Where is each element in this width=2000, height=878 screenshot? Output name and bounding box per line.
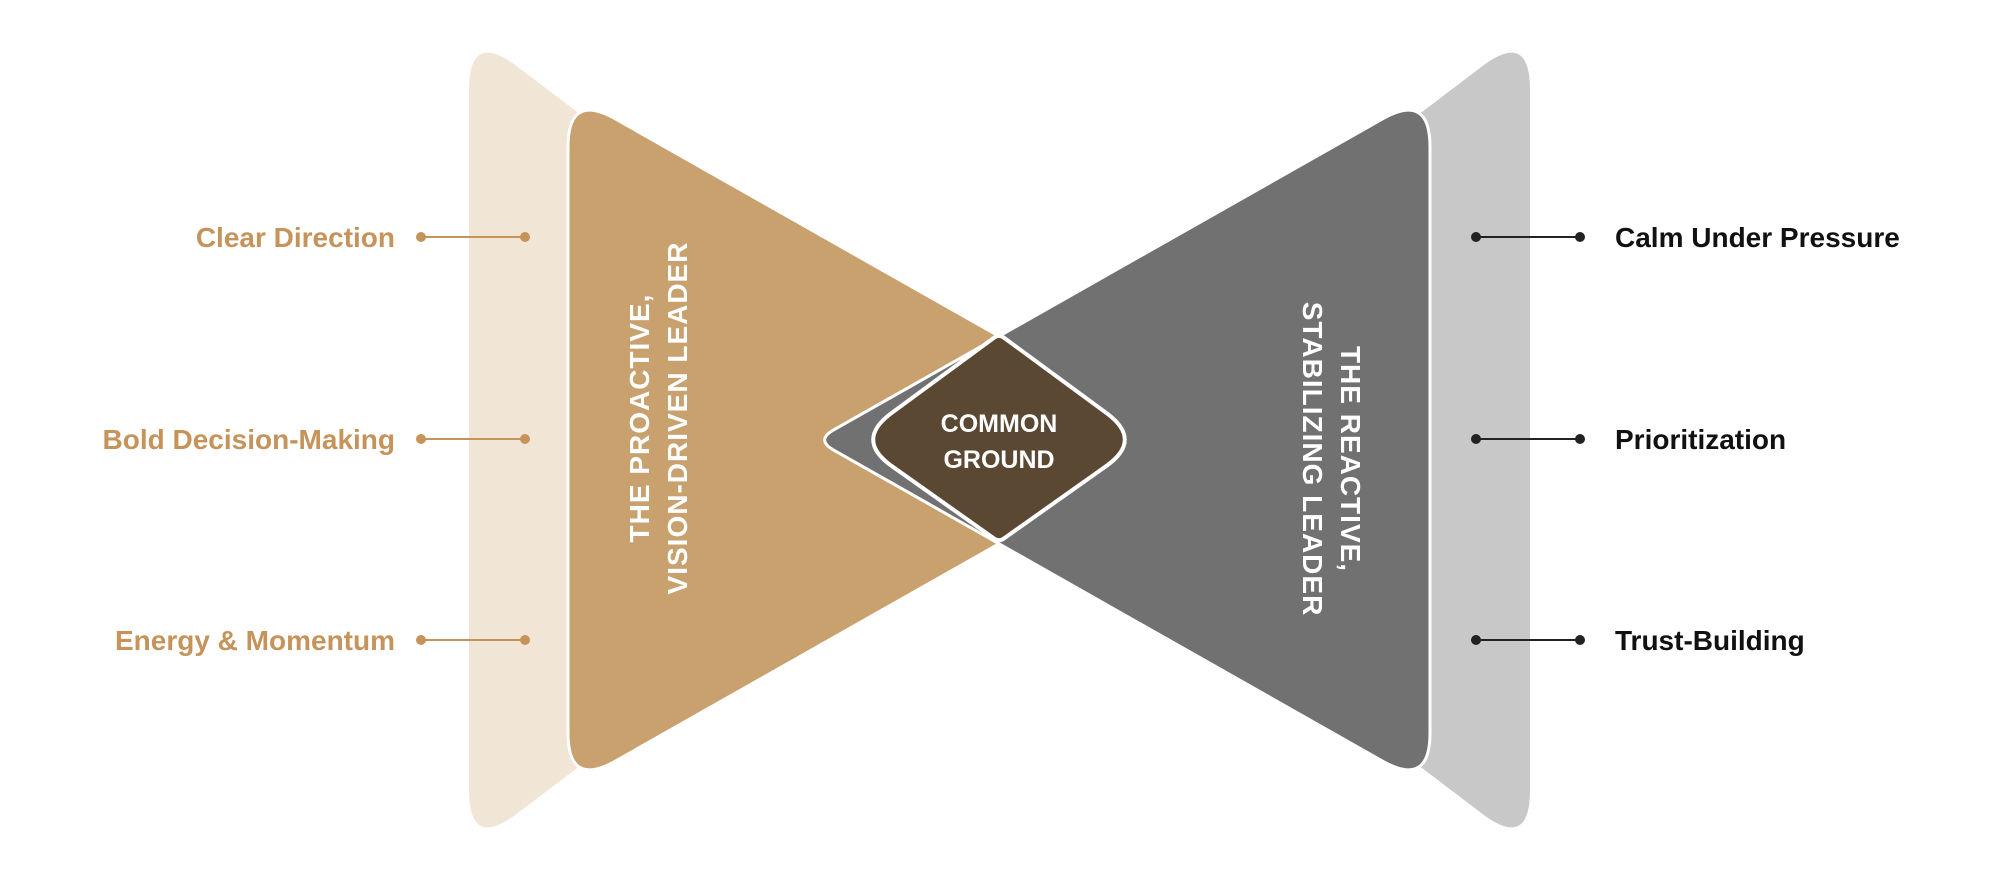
left-connector-1-dot — [520, 434, 530, 444]
left-connectors — [416, 232, 530, 645]
left-connector-0-dot — [416, 232, 426, 242]
reactive-title-line1: THE REACTIVE, — [1335, 346, 1366, 572]
reactive-title-line2: STABILIZING LEADER — [1297, 302, 1328, 617]
common-ground-diamond — [871, 333, 1127, 543]
trait-trust-building: Trust-Building — [1615, 625, 1805, 656]
right-connector-0-dot — [1575, 232, 1585, 242]
right-connector-1-dot — [1575, 434, 1585, 444]
right-connector-2-dot — [1471, 635, 1481, 645]
trait-bold-decision-making: Bold Decision-Making — [103, 424, 395, 455]
trait-energy-momentum: Energy & Momentum — [115, 625, 395, 656]
proactive-leader-title: THE PROACTIVE, VISION-DRIVEN LEADER — [624, 242, 693, 595]
trait-prioritization: Prioritization — [1615, 424, 1786, 455]
left-connector-2-dot — [520, 635, 530, 645]
reactive-leader-title: THE REACTIVE, STABILIZING LEADER — [1297, 302, 1366, 617]
right-connector-1-dot — [1471, 434, 1481, 444]
common-ground-line2: GROUND — [943, 446, 1054, 474]
proactive-title-line2: VISION-DRIVEN LEADER — [662, 242, 693, 595]
left-connector-2-dot — [416, 635, 426, 645]
trait-clear-direction: Clear Direction — [196, 222, 395, 253]
reactive-leader-triangle — [823, 108, 1432, 772]
trait-calm-under-pressure: Calm Under Pressure — [1615, 222, 1900, 253]
proactive-title-line1: THE PROACTIVE, — [624, 294, 655, 543]
common-ground-line1: COMMON — [941, 410, 1058, 438]
left-connector-1-dot — [416, 434, 426, 444]
right-connector-2-dot — [1575, 635, 1585, 645]
left-connector-0-dot — [520, 232, 530, 242]
right-connector-0-dot — [1471, 232, 1481, 242]
right-connectors — [1471, 232, 1585, 645]
